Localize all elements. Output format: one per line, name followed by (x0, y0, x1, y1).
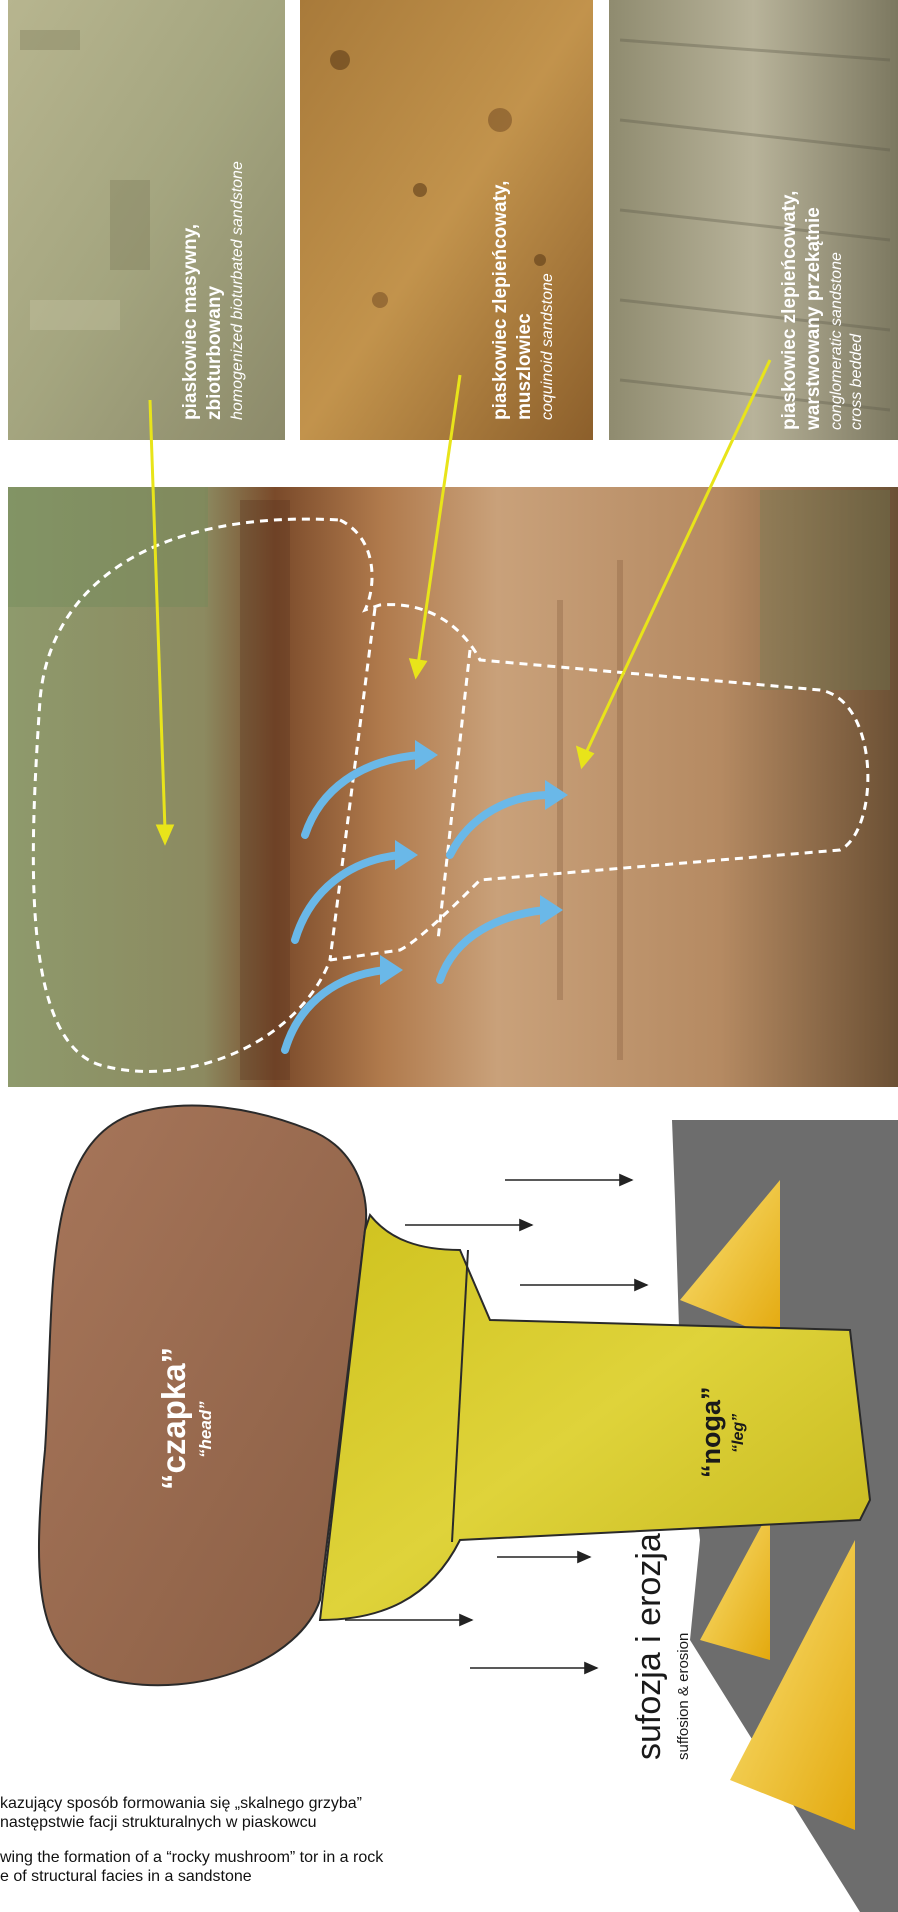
svg-text:homogenized bioturbated sandst: homogenized bioturbated sandstone (229, 161, 246, 420)
svg-text:muszlowiec: muszlowiec (514, 313, 535, 420)
svg-text:“czapka”: “czapka” (155, 1347, 192, 1490)
svg-text:następstwie facji strukturalny: następstwie facji strukturalnych w piask… (0, 1814, 317, 1831)
svg-text:zbioturbowany: zbioturbowany (204, 286, 225, 420)
svg-text:“noga”: “noga” (696, 1387, 726, 1479)
svg-text:cross bedded: cross bedded (848, 333, 865, 430)
process-label: sufozja i erozja suffosion & erosion (630, 1533, 692, 1760)
mushroom-head-shape (39, 1106, 366, 1686)
svg-text:“leg”: “leg” (730, 1414, 747, 1453)
svg-text:“head”: “head” (196, 1401, 215, 1458)
svg-text:coquinoid sandstone: coquinoid sandstone (539, 273, 556, 420)
svg-text:wing the formation of a “rocky: wing the formation of a “rocky mushroom”… (0, 1849, 384, 1866)
svg-text:warstwowany przekątnie: warstwowany przekątnie (803, 207, 824, 431)
svg-text:piaskowiec zlepieńcowaty,: piaskowiec zlepieńcowaty, (490, 181, 511, 420)
svg-text:e of structural facies in a sa: e of structural facies in a sandstone (0, 1868, 252, 1885)
svg-text:piaskowiec zlepieńcowaty,: piaskowiec zlepieńcowaty, (779, 191, 800, 430)
svg-text:conglomeratic sandstone: conglomeratic sandstone (828, 252, 845, 430)
svg-text:suffosion & erosion: suffosion & erosion (675, 1633, 692, 1760)
figure-caption: kazujący sposób formowania się „skalnego… (0, 1795, 384, 1885)
svg-text:kazujący sposób formowania się: kazujący sposób formowania się „skalnego… (0, 1795, 362, 1812)
svg-text:sufozja i erozja: sufozja i erozja (630, 1533, 668, 1760)
svg-text:piaskowiec masywny,: piaskowiec masywny, (180, 224, 201, 420)
outcrop-photo (8, 487, 898, 1087)
